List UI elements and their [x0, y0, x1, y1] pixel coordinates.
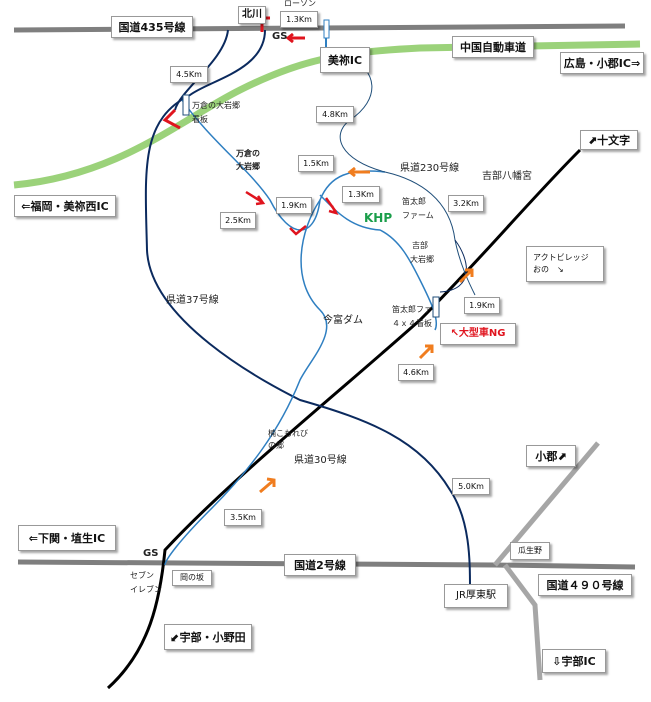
yoshibe-hachimangu-label: 吉部八幡宮: [482, 171, 532, 182]
orange-arrow-up2: [418, 344, 434, 360]
gs-top-label: GS: [272, 31, 288, 42]
fukuoka-direction: ⇐福岡・美祢西IC: [14, 195, 116, 217]
route-435-label: 国道435号線: [111, 16, 193, 38]
act-village-line2: おの ↘: [533, 265, 564, 274]
orange-arrow-up1: [458, 268, 474, 284]
act-village-box: アクトビレッジ おの ↘: [526, 246, 604, 282]
chugoku-expressway-label: 中国自動車道: [452, 36, 534, 58]
route-435-road: [13, 23, 626, 33]
distance-5-0km: 5.0Km: [452, 478, 490, 495]
prefectural-37-label: 県道37号線: [166, 295, 219, 306]
prefectural-30-label: 県道30号線: [294, 455, 347, 466]
lawson-marker: [323, 19, 330, 39]
distance-4-5km: 4.5Km: [170, 66, 208, 83]
red-arrow-khp: [324, 197, 339, 216]
fuetaro-farm-line2: ファーム: [402, 211, 434, 220]
distance-4-6km: 4.6Km: [398, 364, 434, 381]
gs-bottom-label: GS: [143, 548, 159, 559]
okanosaka-label: 岡の坂: [172, 570, 212, 586]
seven-line2: イレブン: [130, 585, 162, 594]
kitagawa-label: 北川: [238, 6, 266, 24]
fuetaro-sign-post: [432, 296, 440, 318]
fuetaro-farm-line1: 笛太郎: [402, 197, 426, 206]
yoshibe-ogan-line1: 吉部: [412, 241, 428, 250]
ube-ic-direction: ⇩宇部IC: [542, 649, 606, 673]
hiroshima-direction: 広島・小郡IC⇒: [560, 52, 644, 74]
distance-3-5km: 3.5Km: [224, 509, 262, 526]
distance-1-9km-mid: 1.9Km: [276, 197, 312, 214]
ube-onoda-direction: ⬋宇部・小野田: [164, 624, 252, 650]
ube-ic-road: [503, 563, 543, 681]
mankura-sign-line2: 看板: [192, 115, 208, 124]
mankura-line1: 万倉の: [236, 149, 260, 158]
orange-arrow-up3: [259, 477, 276, 494]
khp-label: KHP: [364, 211, 393, 225]
distance-1-9km-right: 1.9Km: [464, 297, 500, 314]
hashikomorebi-line2: の郷: [268, 441, 284, 450]
mankura-line2: 大岩郷: [236, 162, 260, 171]
route-2-label: 国道2号線: [284, 554, 356, 576]
route-490-label: 国道４９０号線: [538, 574, 632, 596]
prefectural-37-road: [144, 29, 471, 591]
fuetaro-sign-line2: ４ｘ４看板: [392, 319, 432, 328]
mankura-sign-line1: 万倉の大岩郷: [192, 101, 240, 110]
red-arrow-lawson: [285, 32, 305, 44]
distance-3-2km: 3.2Km: [448, 195, 484, 212]
prefectural-230-label: 県道230号線: [400, 163, 460, 174]
black-main-road: [106, 148, 582, 690]
blue-road-imatomi: [164, 199, 328, 566]
prefectural-230-road: [339, 54, 476, 296]
lawson-label: ローソン: [284, 0, 316, 8]
blue-road-mankura: [181, 99, 386, 231]
distance-1-5km: 1.5Km: [298, 155, 334, 172]
distance-1-3km-mid: 1.3Km: [342, 186, 380, 203]
shimonoseki-direction: ⇐下関・埴生IC: [18, 525, 116, 551]
red-arrow-turn: [289, 225, 307, 236]
uriuno-label: 瓜生野: [510, 542, 550, 560]
orange-arrow-230: [347, 166, 370, 178]
mankura-sign-post: [182, 94, 190, 116]
blue-road-khp: [319, 194, 437, 331]
distance-4-8km: 4.8Km: [316, 106, 354, 123]
large-vehicle-ng: ↖大型車NG: [440, 323, 516, 345]
navy-road-act: [439, 239, 467, 293]
jumonji-direction: ⬈十文字: [580, 130, 638, 150]
red-arrow-route: [245, 190, 266, 206]
seven-line1: セブン: [130, 571, 154, 580]
act-village-line1: アクトビレッジ: [533, 253, 589, 262]
yoshibe-ogan-line2: 大岩郷: [410, 255, 434, 264]
hashikomorebi-line1: 楠こもれび: [268, 429, 308, 438]
mine-ic-label: 美祢IC: [320, 47, 370, 73]
distance-2-5km: 2.5Km: [220, 212, 256, 229]
red-arrow-mankura: [162, 108, 181, 130]
ogori-direction: 小郡⬈: [526, 445, 576, 467]
jr-station-label: JR厚東駅: [444, 584, 508, 608]
imatomi-dam-label: 今富ダム: [323, 315, 363, 326]
fuetaro-sign-line1: 笛太郎ファ: [392, 305, 432, 314]
distance-1-3km-top: 1.3Km: [280, 11, 318, 28]
